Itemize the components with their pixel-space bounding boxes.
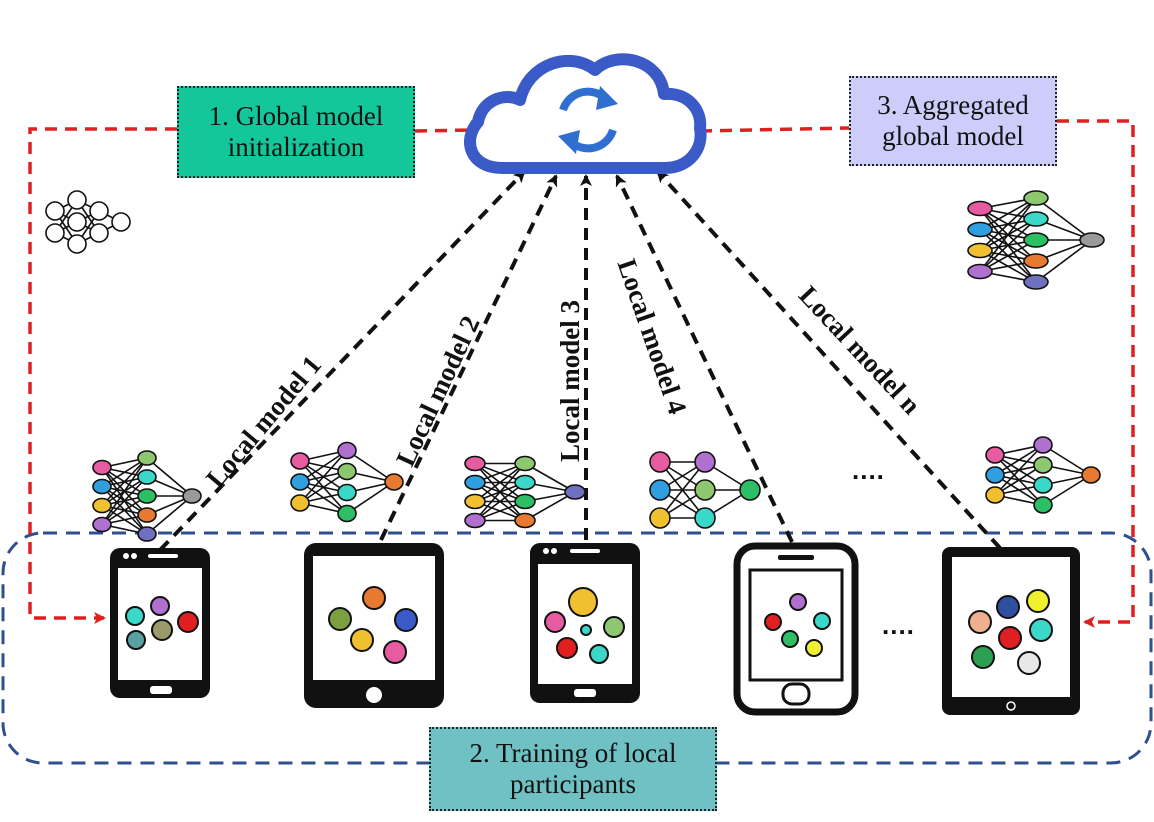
data-dot: [580, 624, 592, 636]
data-dot: [1017, 651, 1041, 675]
data-dot: [350, 628, 374, 652]
box-init-line1: 1. Global model: [208, 101, 384, 131]
box-agg-line2: global model: [882, 121, 1024, 151]
training-local-participants-box: 2. Training of local participants: [429, 727, 717, 811]
neural-network-icon: [45, 190, 131, 254]
data-dot: [781, 630, 799, 648]
network-icons: [45, 190, 1105, 542]
data-dot: [996, 595, 1020, 619]
data-dot: [589, 644, 609, 664]
neural-network-icon: [92, 450, 202, 542]
local-model-3-label: Local model 3: [555, 300, 585, 462]
data-dot: [764, 613, 782, 631]
data-dot: [968, 610, 992, 634]
data-dot: [971, 645, 995, 669]
data-dot: [805, 639, 823, 657]
box-train-line2: participants: [510, 769, 636, 799]
data-dot: [151, 619, 173, 641]
data-dot: [789, 593, 807, 611]
data-dot: [1029, 618, 1053, 642]
neural-network-icon: [290, 441, 404, 523]
data-dot: [998, 626, 1022, 650]
data-dot: [394, 608, 418, 632]
data-dot: [544, 611, 566, 633]
neural-network-icon: [464, 455, 586, 529]
data-dot: [813, 612, 831, 630]
aggregated-global-model-box: 3. Aggregated global model: [849, 76, 1057, 166]
box-init-line2: initialization: [227, 132, 365, 162]
device-ellipsis: ....: [882, 610, 915, 640]
box-train-line1: 2. Training of local: [469, 738, 677, 768]
cloud-sync-icon: [464, 53, 707, 174]
neural-network-icon: [985, 436, 1101, 514]
participants-region: [1, 531, 1153, 765]
data-dot: [177, 611, 199, 633]
data-dot: [556, 637, 578, 659]
upload-arrows: [158, 170, 1002, 552]
data-dot: [568, 587, 598, 617]
device-screen-clusters: [125, 586, 1053, 675]
global-model-initialization-box: 1. Global model initialization: [177, 86, 415, 178]
data-dot: [1026, 589, 1050, 613]
data-dot: [603, 616, 625, 638]
data-dot: [383, 640, 407, 664]
network-ellipsis: ....: [852, 455, 885, 485]
data-dot: [150, 596, 170, 616]
tablet-icon: [304, 543, 444, 708]
data-dot: [125, 606, 145, 626]
data-dot: [328, 607, 352, 631]
data-dot: [362, 586, 386, 610]
neural-network-icon: [967, 190, 1105, 290]
smartphone-icon: [530, 543, 640, 703]
global-flow-lines: [28, 119, 1135, 628]
neural-network-icon: [649, 451, 761, 529]
box-agg-line1: 3. Aggregated: [877, 90, 1029, 120]
data-dot: [126, 630, 146, 650]
smartphone-icon: [733, 542, 859, 716]
